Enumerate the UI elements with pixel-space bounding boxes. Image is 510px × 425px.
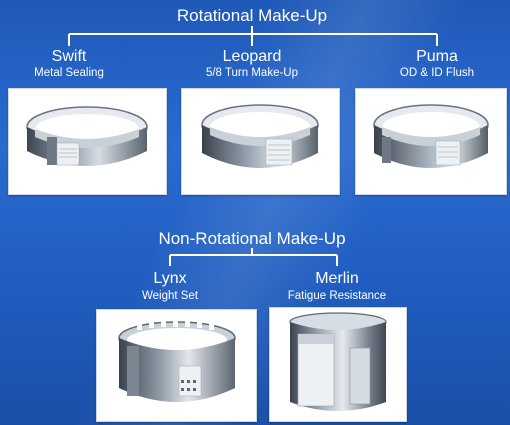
item-name-merlin: Merlin xyxy=(315,270,359,287)
item-subtitle-leopard: 5/8 Turn Make-Up xyxy=(205,67,299,79)
connector-ring-icon xyxy=(26,106,148,166)
group-title-rotational: Rotational Make-Up xyxy=(176,6,328,25)
item-subtitle-lynx: Weight Set xyxy=(141,290,199,302)
item-subtitle-puma: OD & ID Flush xyxy=(399,67,475,79)
item-name-swift: Swift xyxy=(51,48,87,65)
group-title-non-rotational: Non-Rotational Make-Up xyxy=(158,229,346,248)
tall-cylinder-icon xyxy=(289,312,387,411)
item-name-leopard: Leopard xyxy=(222,48,282,65)
image-panel-leopard xyxy=(181,88,340,195)
image-panel-puma xyxy=(355,88,507,195)
image-panel-merlin xyxy=(269,307,407,422)
connector-ring-icon xyxy=(201,104,319,168)
item-subtitle-swift: Metal Sealing xyxy=(34,67,104,79)
item-subtitle-merlin: Fatigue Resistance xyxy=(287,290,387,302)
image-panel-swift xyxy=(8,88,167,195)
image-panel-lynx xyxy=(96,309,257,422)
connector-ring-icon xyxy=(373,104,489,168)
item-name-lynx: Lynx xyxy=(153,270,187,287)
item-name-puma: Puma xyxy=(416,48,458,65)
castellated-ring-icon xyxy=(118,321,236,402)
